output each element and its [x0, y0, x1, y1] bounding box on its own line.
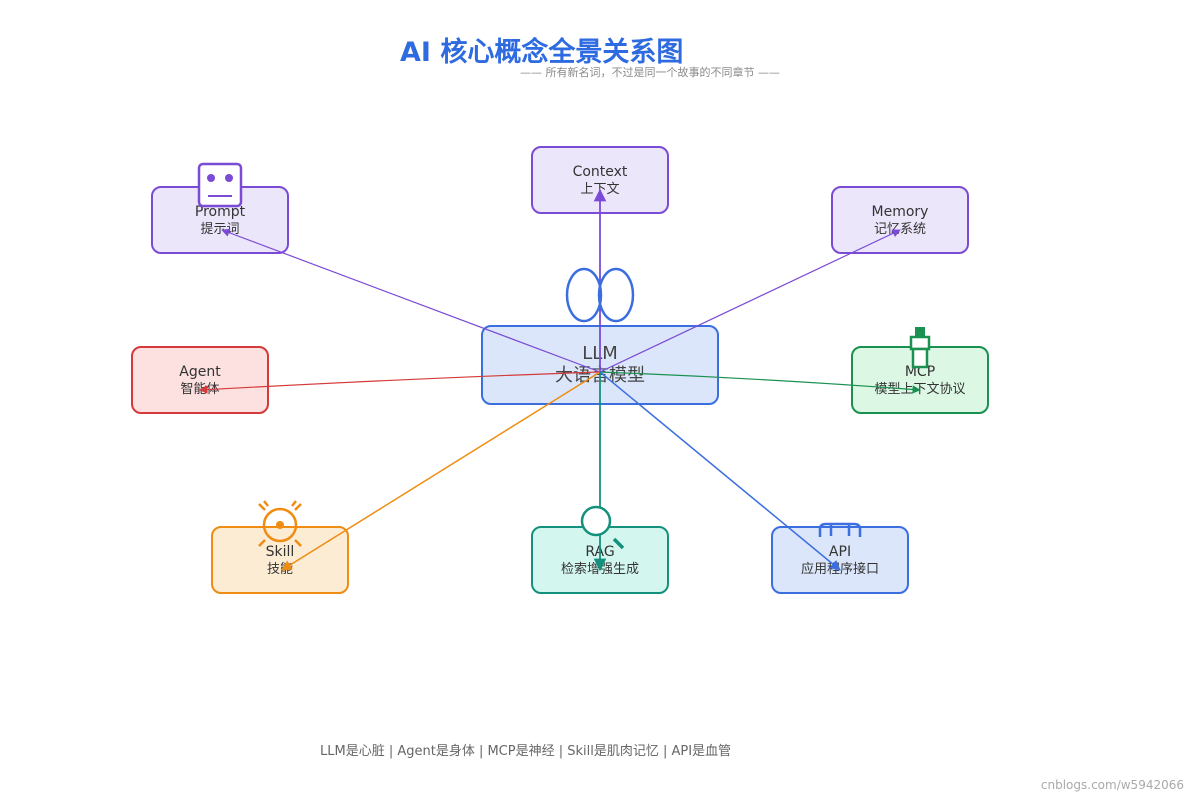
infinity-icon: [565, 267, 635, 323]
node-memory: Memory 记忆系统: [831, 186, 969, 254]
node-rag-sublabel: 检索增强生成: [560, 561, 639, 577]
node-mcp-sublabel: 模型上下文协议: [874, 381, 966, 397]
page-subtitle: —— 所有新名词，不过是同一个故事的不同章节 ——: [520, 66, 780, 79]
node-agent-label: Agent: [179, 363, 221, 380]
node-prompt-label: Prompt: [194, 203, 246, 220]
node-llm: LLM 大语言模型: [481, 325, 719, 405]
node-api-sublabel: 应用程序接口: [800, 561, 879, 577]
watermark: cnblogs.com/w5942066: [1040, 778, 1184, 792]
node-context-label: Context: [572, 163, 628, 180]
node-api-label: API: [828, 543, 852, 560]
node-llm-label: LLM: [582, 343, 618, 364]
node-context: Context 上下文: [531, 146, 669, 214]
node-prompt-sublabel: 提示词: [200, 221, 240, 237]
node-context-sublabel: 上下文: [580, 181, 620, 197]
node-rag-label: RAG: [585, 543, 615, 560]
node-agent-sublabel: 智能体: [180, 381, 220, 397]
page-title: AI 核心概念全景关系图: [400, 37, 684, 68]
node-api: API 应用程序接口: [771, 526, 909, 594]
node-mcp: MCP 模型上下文协议: [851, 346, 989, 414]
node-memory-sublabel: 记忆系统: [873, 221, 926, 237]
node-agent: Agent 智能体: [131, 346, 269, 414]
summary-caption: LLM是心脏 | Agent是身体 | MCP是神经 | Skill是肌肉记忆 …: [320, 744, 732, 759]
node-skill-sublabel: 技能: [266, 561, 293, 577]
node-mcp-label: MCP: [904, 363, 936, 380]
node-memory-label: Memory: [871, 203, 929, 220]
node-llm-sublabel: 大语言模型: [555, 365, 645, 386]
node-prompt: Prompt 提示词: [151, 186, 289, 254]
node-rag: RAG 检索增强生成: [531, 526, 669, 594]
node-skill: Skill 技能: [211, 526, 349, 594]
node-skill-label: Skill: [265, 543, 295, 560]
